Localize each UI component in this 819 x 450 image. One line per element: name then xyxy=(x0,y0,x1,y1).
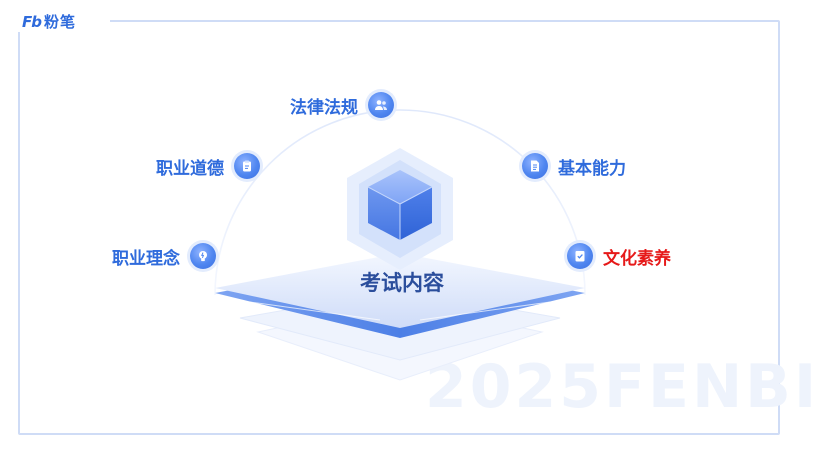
document-icon xyxy=(522,153,548,179)
item-ethics: 职业道德 xyxy=(156,153,260,179)
book-check-icon xyxy=(567,243,593,269)
item-label: 文化素养 xyxy=(603,248,671,269)
item-label: 法律法规 xyxy=(290,97,358,118)
platform-top xyxy=(215,253,585,328)
cube-icon xyxy=(367,170,433,240)
orbit-arc xyxy=(214,109,586,296)
item-label: 职业理念 xyxy=(112,248,180,269)
item-label: 职业道德 xyxy=(156,158,224,179)
brand-name: 粉笔 xyxy=(43,13,76,31)
frame-gap xyxy=(14,12,110,32)
item-ability: 基本能力 xyxy=(522,153,626,179)
lightbulb-icon xyxy=(190,243,216,269)
item-law: 法律法规 xyxy=(290,92,394,118)
brand-logo: Fb 粉笔 xyxy=(22,11,76,32)
center-title: 考试内容 xyxy=(360,271,444,295)
brand-mark: Fb xyxy=(22,12,42,31)
item-label: 基本能力 xyxy=(558,158,626,179)
diagram-graphic xyxy=(214,109,586,381)
item-culture: 文化素养 xyxy=(567,243,671,269)
slide-frame xyxy=(18,20,780,435)
users-icon xyxy=(368,92,394,118)
clipboard-icon xyxy=(234,153,260,179)
item-philosophy: 职业理念 xyxy=(112,243,216,269)
watermark: 2025FENBI xyxy=(425,352,819,422)
